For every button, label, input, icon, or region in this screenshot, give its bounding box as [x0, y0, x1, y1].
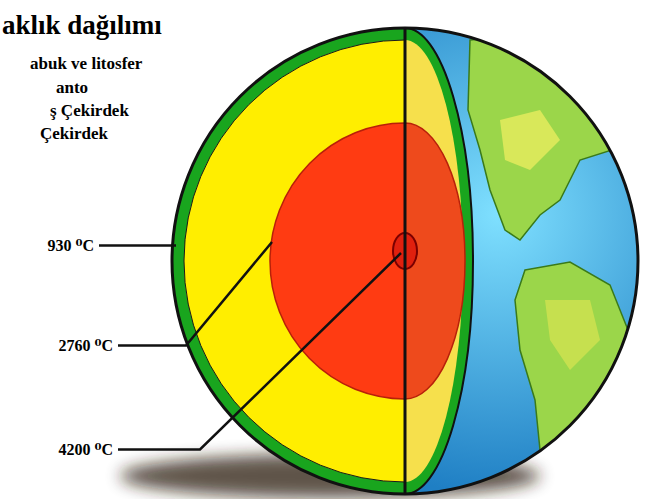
temperature-label: 2760 ⁰C: [58, 336, 113, 355]
globe-outline: [172, 28, 638, 494]
legend-text: Çekirdek: [40, 124, 108, 144]
legend-text: abuk ve litosfer: [30, 54, 142, 74]
mantle: [184, 40, 405, 482]
leader-line: [118, 253, 401, 450]
cut-line: [404, 28, 407, 494]
legend-text: anto: [56, 78, 88, 98]
crust: [172, 28, 405, 494]
ocean: [172, 28, 638, 494]
leader-line: [99, 244, 176, 247]
outer-core: [270, 123, 405, 399]
temperature-label: 930 ⁰C: [47, 236, 94, 255]
continents: [468, 30, 640, 490]
title: aklık dağılımı: [2, 10, 162, 41]
leader-line: [118, 242, 272, 346]
temperature-label: 4200 ⁰C: [58, 440, 113, 459]
legend-text: ş Çekirdek: [50, 101, 129, 121]
